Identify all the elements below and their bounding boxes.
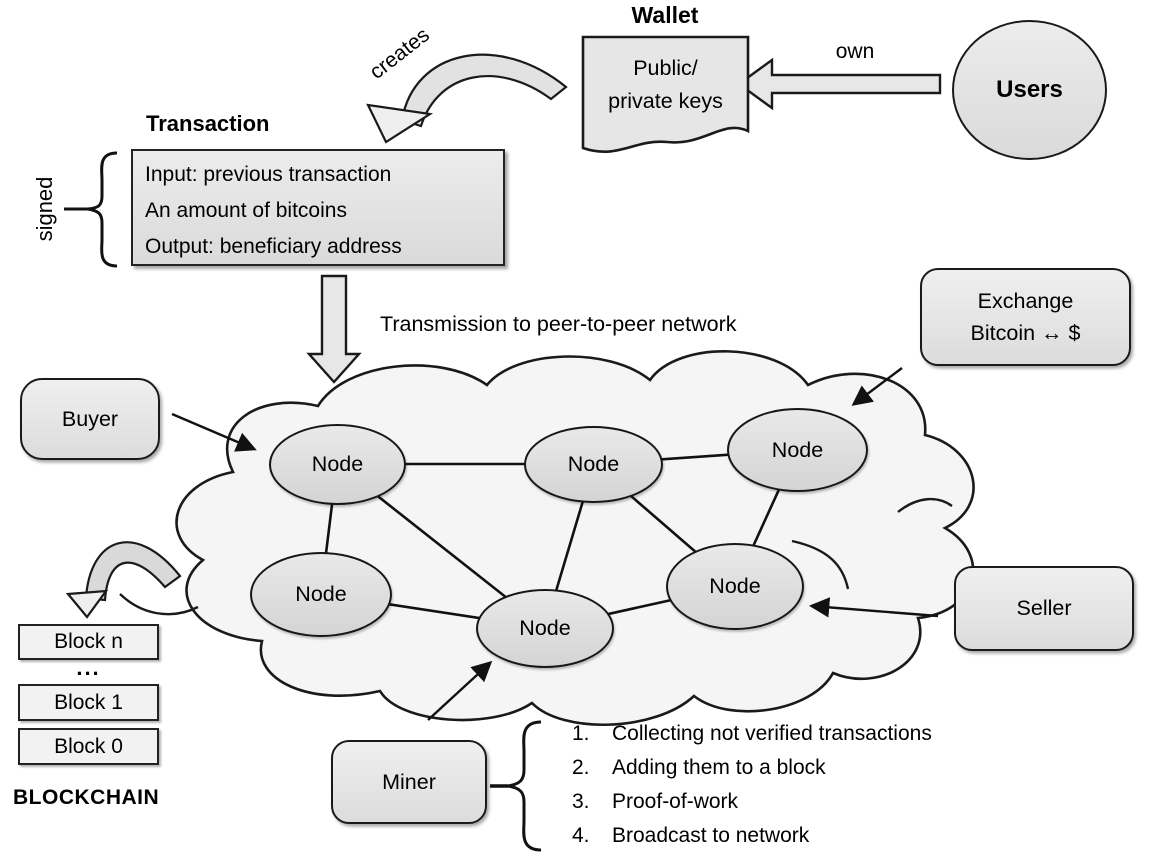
task-text: Proof-of-work [612, 790, 739, 813]
buyer-label: Buyer [61, 406, 119, 431]
block-box: Block 1 [18, 684, 159, 721]
node-ellipse: Node [727, 408, 868, 492]
block-label: Block n [54, 630, 123, 653]
miner-task: 3. Proof-of-work [572, 790, 738, 814]
own-label: own [835, 40, 875, 63]
users-label: Users [996, 76, 1063, 103]
miner-label: Miner [382, 769, 436, 794]
miner-brace-icon [507, 720, 542, 852]
wallet-title: Wallet [631, 2, 699, 28]
node-label: Node [311, 452, 364, 476]
p2p-cloud [175, 350, 975, 726]
task-text: Broadcast to network [612, 824, 810, 847]
transaction-line: Input: previous transaction [145, 163, 392, 186]
blockchain-arrow [84, 541, 182, 602]
signed-label: signed [32, 176, 57, 242]
block-label: Block 0 [54, 734, 123, 758]
creates-arrow [400, 53, 568, 128]
exchange-box: Exchange Bitcoin ↔ $ [920, 268, 1131, 366]
task-number: 4. [572, 824, 590, 847]
creates-arrowhead-icon [366, 103, 434, 144]
signed-brace-icon [87, 151, 118, 268]
wallet-keys-text: Public/ private keys [583, 52, 748, 118]
exchange-arrow [851, 367, 903, 406]
node-label: Node [771, 437, 824, 462]
miner-arrow [427, 660, 493, 721]
blockchain-arrowhead-icon [65, 589, 109, 619]
miner-task: 4. Broadcast to network [572, 824, 809, 848]
node-ellipse: Node [524, 426, 663, 503]
node-ellipse: Node [250, 552, 392, 637]
node-label: Node [519, 616, 571, 640]
wallet-keys-line: private keys [608, 89, 723, 113]
task-text: Adding them to a block [612, 756, 826, 779]
users-circle: Users [952, 20, 1107, 160]
transaction-line: An amount of bitcoins [145, 199, 347, 222]
seller-box: Seller [954, 566, 1134, 651]
task-number: 3. [572, 790, 590, 813]
block-label: Block 1 [54, 690, 123, 714]
cloud-curl-icon [897, 498, 953, 513]
miner-task: 1. Collecting not verified transactions [572, 722, 932, 746]
block-box: Block n [18, 624, 159, 660]
transmission-label: Transmission to peer-to-peer network [380, 312, 737, 336]
block-dots: ... [76, 655, 101, 680]
buyer-box: Buyer [20, 378, 160, 460]
task-number: 2. [572, 756, 590, 779]
buyer-arrow [171, 412, 257, 452]
wallet-document [581, 35, 750, 153]
task-number: 1. [572, 722, 590, 745]
own-arrow [736, 57, 942, 111]
transmission-arrow [306, 274, 362, 384]
transaction-box: Input: previous transaction An amount of… [131, 149, 505, 266]
exchange-line: Bitcoin ↔ $ [970, 321, 1081, 345]
task-text: Collecting not verified transactions [612, 722, 932, 745]
transaction-title: Transaction [146, 111, 270, 136]
seller-label: Seller [1016, 596, 1072, 620]
block-box: Block 0 [18, 728, 159, 765]
node-label: Node [709, 574, 761, 598]
exchange-line: Exchange [977, 289, 1074, 313]
transaction-line: Output: beneficiary address [145, 235, 402, 258]
miner-task: 2. Adding them to a block [572, 756, 826, 780]
cloud-curl-icon [119, 593, 199, 616]
node-label: Node [567, 452, 620, 476]
node-ellipse: Node [269, 424, 406, 505]
node-ellipse: Node [666, 543, 804, 630]
blockchain-label: BLOCKCHAIN [13, 786, 160, 809]
node-label: Node [295, 582, 347, 606]
node-ellipse: Node [476, 589, 614, 668]
seller-arrow [808, 597, 939, 618]
wallet-keys-line: Public/ [633, 56, 698, 80]
miner-box: Miner [331, 740, 487, 824]
cloud-curl-icon [791, 539, 850, 590]
